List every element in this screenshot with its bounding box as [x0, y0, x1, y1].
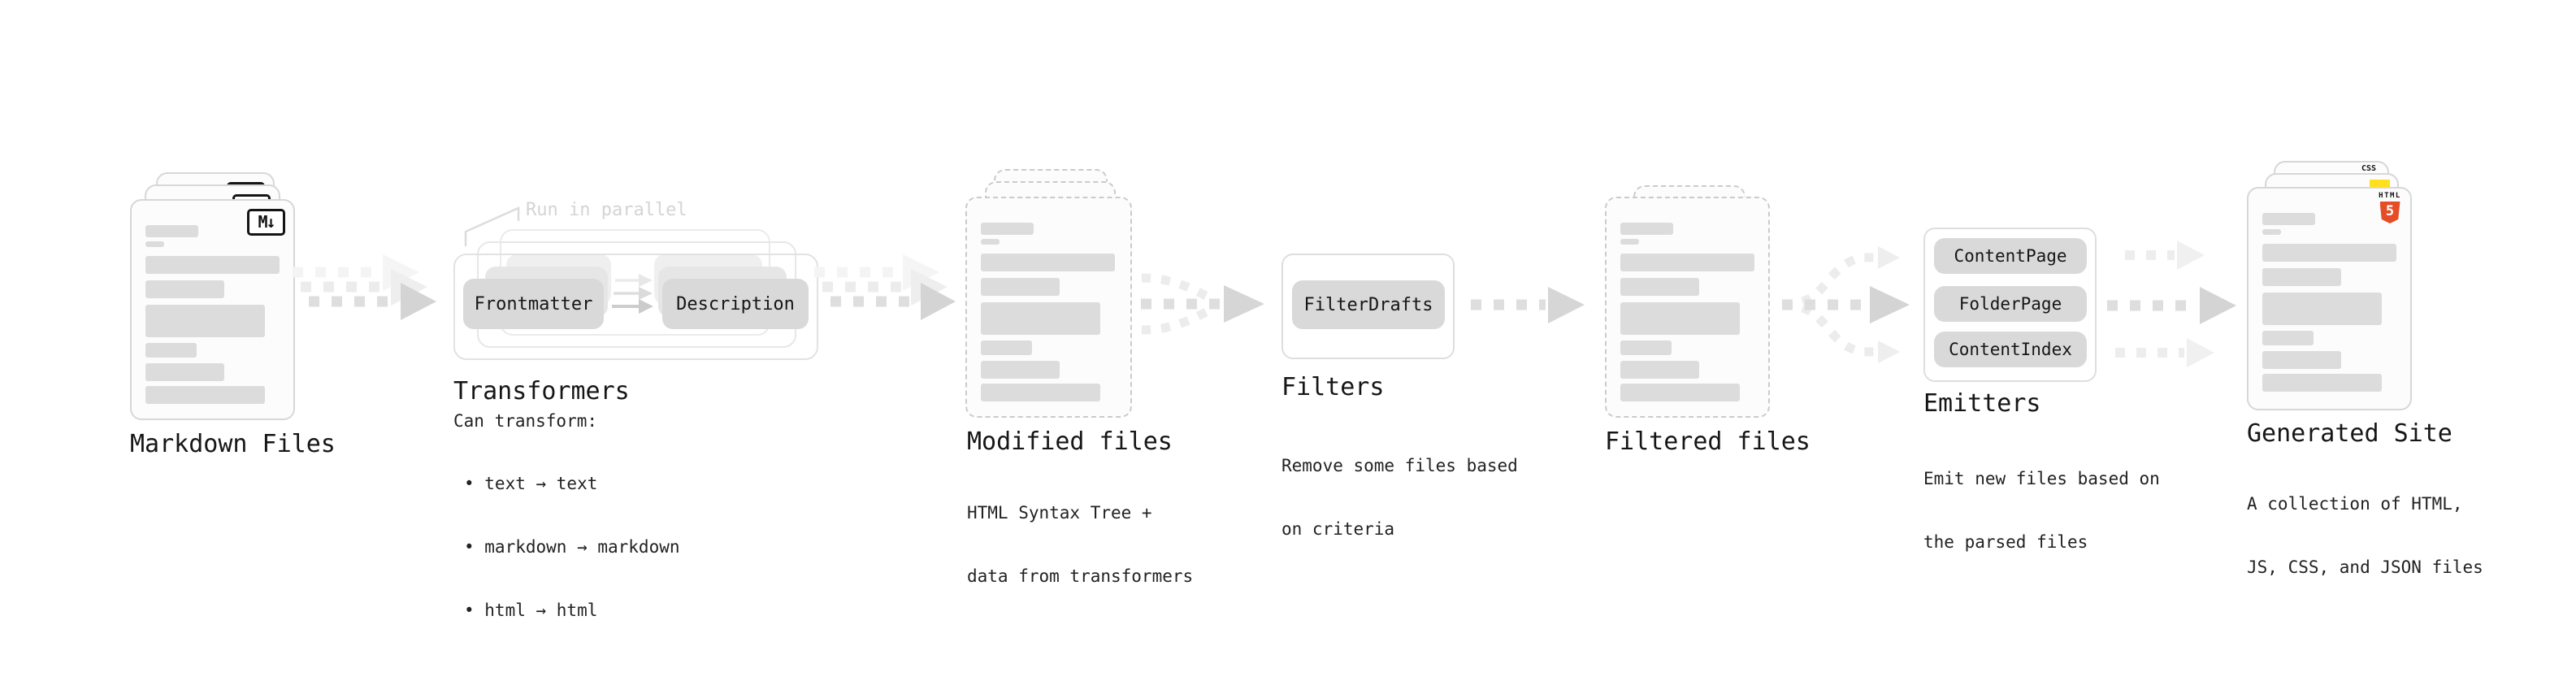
bullet-line: • text → text — [464, 474, 598, 493]
generated-site-label: Generated Site — [2247, 419, 2452, 448]
desc-line: A collection of HTML, — [2247, 494, 2463, 514]
markdown-icon: M↓ — [247, 209, 285, 236]
modified-files-label: Modified files — [967, 427, 1173, 456]
html5-icon-label: HTML — [2379, 192, 2401, 200]
frontmatter-card: Frontmatter — [463, 279, 604, 329]
arrow-transformers-to-modified — [814, 254, 956, 320]
description-card: Description — [662, 279, 809, 329]
desc-line: JS, CSS, and JSON files — [2247, 557, 2483, 577]
html5-icon-number: 5 — [2385, 203, 2395, 219]
generated-site-desc: A collection of HTML, JS, CSS, and JSON … — [2247, 451, 2483, 620]
html5-icon-shield: 5 — [2379, 202, 2400, 223]
arrow-filters-to-filtered — [1471, 287, 1585, 323]
transformers-desc-heading: Can transform: — [453, 411, 598, 431]
arrow-markdown-to-transformers — [293, 254, 436, 320]
modified-files-desc: HTML Syntax Tree + data from transformer… — [967, 460, 1193, 629]
modified-doc-front — [965, 197, 1132, 418]
arrows-emitters-to-site — [2107, 241, 2236, 367]
css-icon-label: CSS — [2361, 164, 2377, 173]
emitters-label: Emitters — [1923, 389, 2041, 418]
emitters-desc: Emit new files based on the parsed files — [1923, 426, 2160, 595]
folderpage-card: FolderPage — [1934, 286, 2087, 322]
desc-line: HTML Syntax Tree + — [967, 503, 1152, 523]
desc-line: data from transformers — [967, 566, 1194, 586]
html5-icon: HTML 5 — [2379, 193, 2401, 223]
arrow-filtered-to-emitters-fanout — [1782, 246, 1910, 363]
transformers-bullets: • text → text • markdown → markdown • ht… — [464, 431, 680, 663]
markdown-doc-front: M↓ — [130, 199, 295, 420]
desc-line: Remove some files based — [1281, 456, 1518, 475]
site-doc-front: HTML 5 — [2247, 187, 2412, 410]
contentindex-card: ContentIndex — [1934, 332, 2087, 367]
filtered-files-label: Filtered files — [1605, 427, 1811, 456]
transformers-label: Transformers — [453, 377, 630, 406]
desc-line: the parsed files — [1923, 532, 2088, 552]
filters-desc: Remove some files based on criteria — [1281, 413, 1518, 582]
filterdrafts-card: FilterDrafts — [1292, 280, 1445, 329]
filters-label: Filters — [1281, 373, 1385, 401]
bullet-line: • markdown → markdown — [464, 537, 680, 557]
filtered-doc-front — [1605, 197, 1770, 418]
arrow-modified-to-filters-merge — [1141, 273, 1264, 335]
desc-line: on criteria — [1281, 519, 1395, 539]
bullet-line: • html → html — [464, 601, 598, 620]
transformer-layer-box — [453, 254, 818, 360]
desc-line: Emit new files based on — [1923, 469, 2160, 488]
run-in-parallel-annotation: Run in parallel — [526, 200, 687, 220]
contentpage-card: ContentPage — [1934, 238, 2087, 274]
markdown-files-label: Markdown Files — [130, 430, 336, 458]
